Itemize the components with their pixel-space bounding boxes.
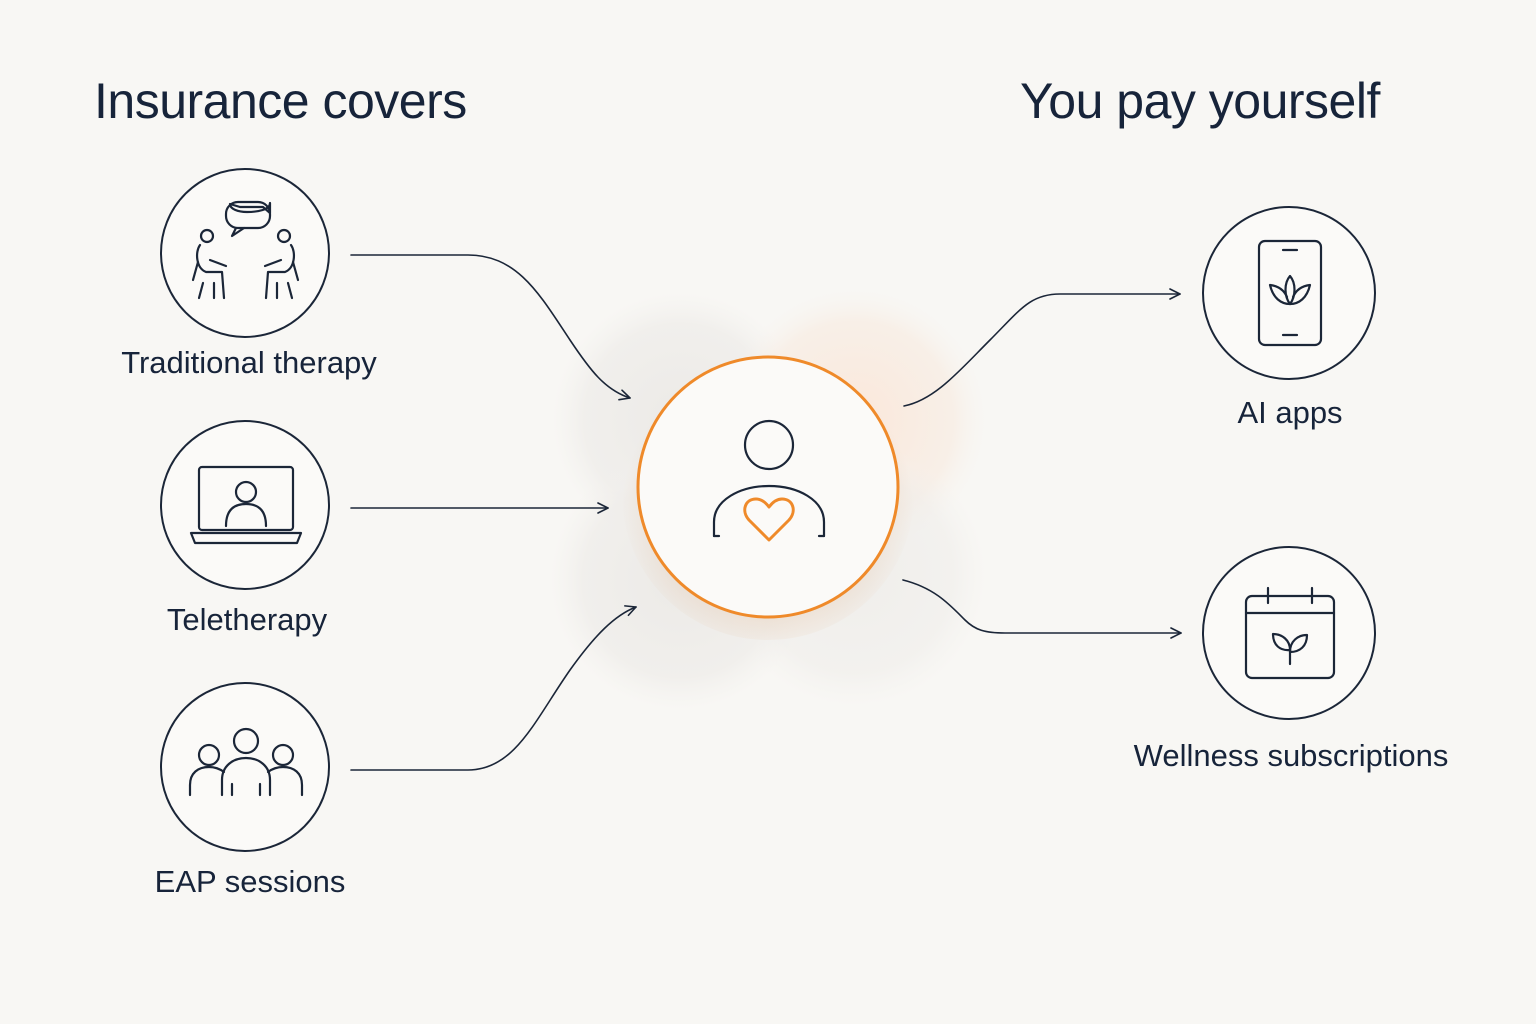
heading-you-pay-yourself: You pay yourself xyxy=(1020,73,1380,129)
node-ai-apps xyxy=(1202,206,1376,380)
node-wellness-subscriptions xyxy=(1202,546,1376,720)
label-wellness-subscriptions: Wellness subscriptions xyxy=(1133,738,1449,773)
label-teletherapy: Teletherapy xyxy=(166,602,328,637)
center-node xyxy=(622,348,914,640)
label-eap-sessions: EAP sessions xyxy=(154,864,346,899)
laptop-video-call-icon xyxy=(189,465,303,545)
connector-ai-apps xyxy=(903,288,1181,407)
person-heart-icon xyxy=(712,419,826,542)
connector-wellness-subscriptions xyxy=(902,579,1182,639)
therapy-session-icon xyxy=(191,200,300,300)
calendar-sprout-icon xyxy=(1244,586,1336,680)
connector-eap-sessions xyxy=(350,605,637,771)
connector-traditional-therapy xyxy=(350,254,631,401)
phone-lotus-icon xyxy=(1257,239,1323,347)
node-traditional-therapy xyxy=(160,168,330,338)
group-people-icon xyxy=(188,727,304,797)
node-teletherapy xyxy=(160,420,330,590)
label-traditional-therapy: Traditional therapy xyxy=(121,345,377,380)
node-eap-sessions xyxy=(160,682,330,852)
label-ai-apps: AI apps xyxy=(1237,395,1343,430)
heading-insurance-covers: Insurance covers xyxy=(94,73,467,129)
